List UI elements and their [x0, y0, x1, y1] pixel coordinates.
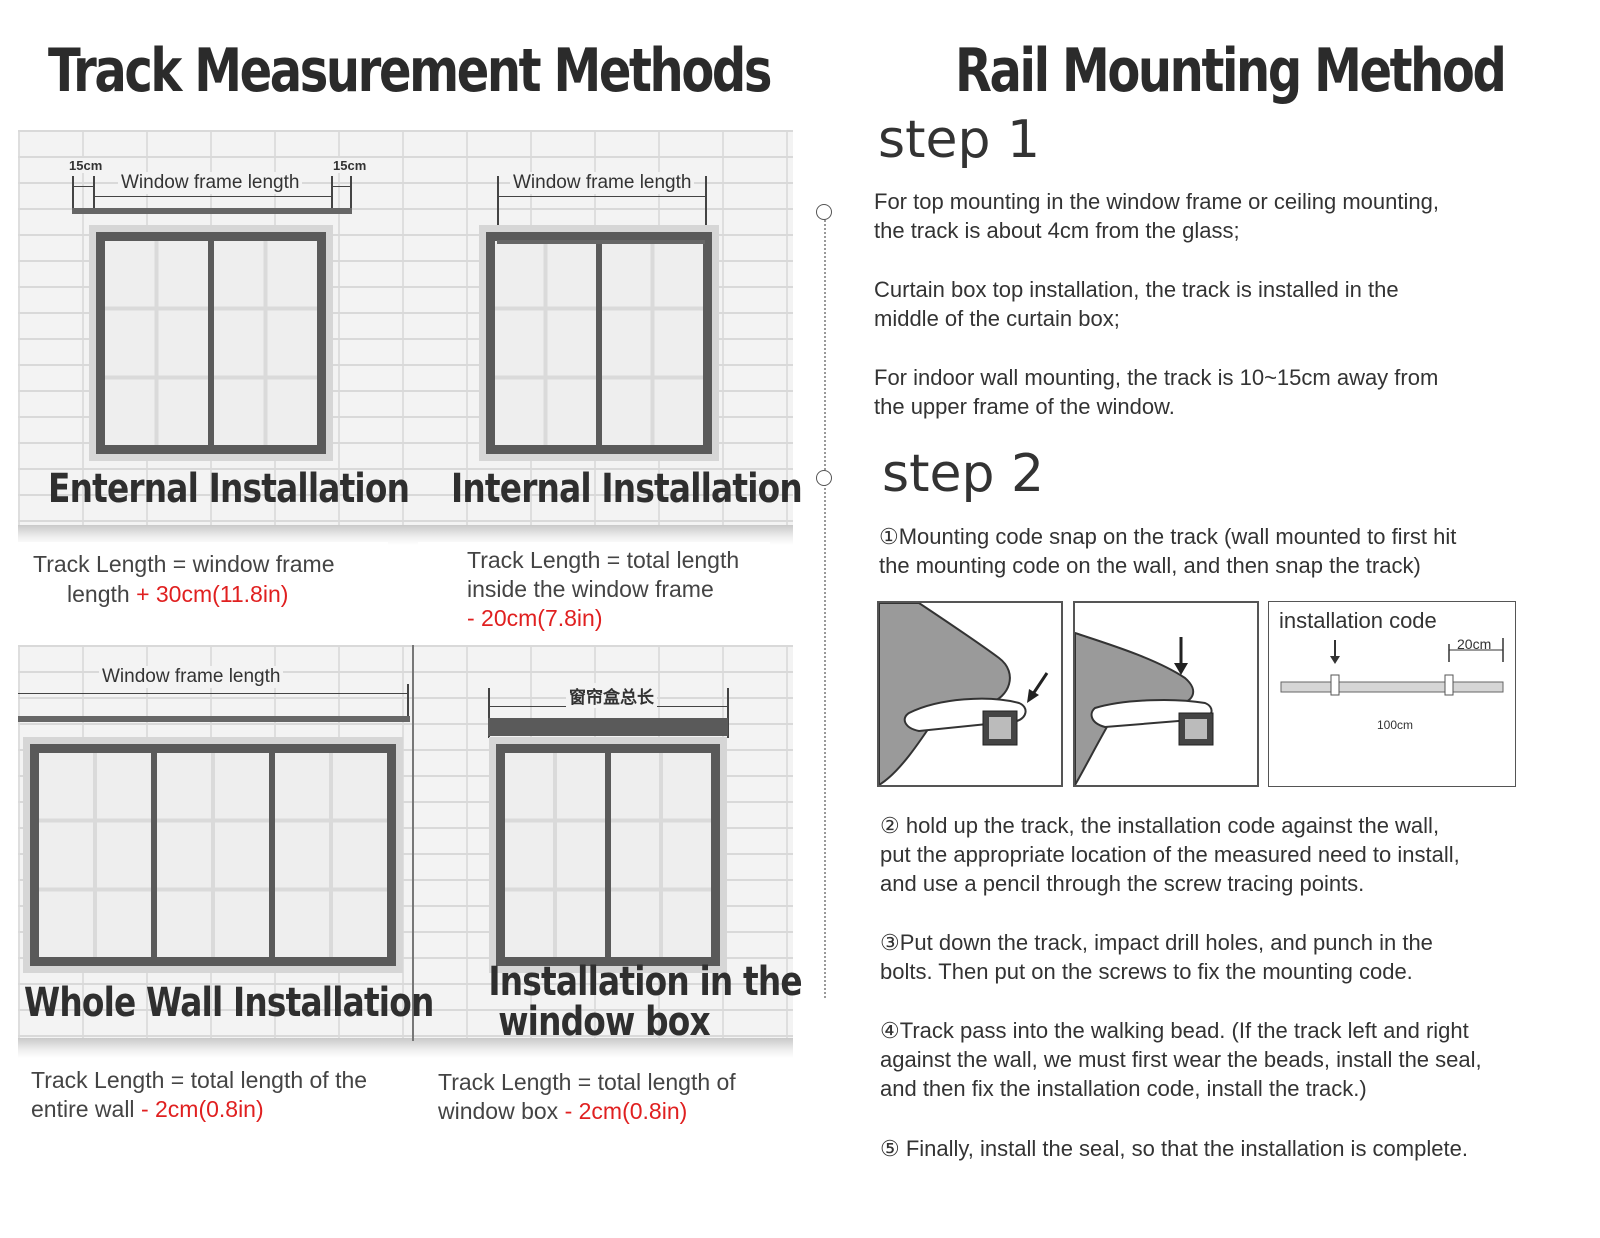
windowbox-caption-line1: Installation in the [488, 959, 802, 1005]
step2-i4-line2: against the wall, we must first wear the… [880, 1047, 1482, 1072]
hand-snap-illustration [879, 603, 1049, 785]
wholewall-window-frame [30, 744, 396, 966]
step2-i1-line2: the mounting code on the wall, and then … [879, 553, 1421, 578]
external-line2-b: + 30cm(11.8in) [136, 581, 289, 607]
external-rail [72, 208, 352, 214]
step2-i2-line1: ② hold up the track, the installation co… [880, 813, 1440, 838]
step1-p2-line2: middle of the curtain box; [874, 306, 1120, 331]
internal-line1: Track Length = total length [467, 547, 740, 573]
window-pane [275, 753, 387, 957]
wholewall-caption: Whole Wall Installation [24, 980, 434, 1026]
wholewall-line1: Track Length = total length of the [31, 1067, 368, 1093]
hand-press-illustration [1075, 631, 1214, 785]
windowbox-dim-label: 窗帘盒总长 [566, 683, 657, 708]
step2-i4-line1: ④Track pass into the walking bead. (If t… [880, 1018, 1469, 1043]
text-panel-internal [418, 542, 770, 632]
step2-i2-line2: put the appropriate location of the meas… [880, 842, 1460, 867]
step1-p1-line1: For top mounting in the window frame or … [874, 189, 1439, 214]
external-caption: Enternal Installation [48, 466, 410, 512]
installation-code-diagram: installation code 20cm 100cm [1268, 601, 1516, 787]
window-pane [157, 753, 275, 957]
step2-marker [816, 470, 832, 486]
step1-p3-line2: the upper frame of the window. [874, 394, 1175, 419]
external-tick-left [72, 176, 74, 212]
internal-line2: inside the window frame [467, 576, 714, 602]
window-pane [602, 241, 703, 445]
internal-tick-left [497, 176, 499, 226]
wholewall-rail [18, 716, 410, 722]
internal-line3: - 20cm(7.8in) [467, 605, 603, 631]
windowbox-tick-left [488, 688, 490, 738]
internal-dim-line [497, 196, 707, 197]
step2-label: step 2 [882, 444, 1045, 504]
external-line2-a: length [67, 581, 137, 607]
wholewall-line2: entire wall - 2cm(0.8in) [31, 1094, 264, 1124]
installation-code-length: 100cm [1377, 718, 1414, 732]
left-title: Track Measurement Methods [48, 36, 772, 106]
external-line1: Track Length = window frame [33, 551, 335, 577]
installation-code-title: installation code [1279, 608, 1437, 633]
step2-i1-line1: ①Mounting code snap on the track (wall m… [879, 524, 1457, 549]
ledge-band-top [18, 525, 793, 545]
internal-rail [497, 240, 705, 244]
window-pane [505, 753, 611, 957]
step2-i3-line1: ③Put down the track, impact drill holes,… [880, 930, 1433, 955]
windowbox-box [488, 718, 728, 736]
step2-i4-line3: and then fix the installation code, inst… [880, 1076, 1367, 1101]
windowbox-caption: Installation in the window box [488, 959, 802, 1045]
snap-photo-1 [877, 601, 1063, 787]
windowbox-tick-right [727, 688, 729, 738]
external-side-label-left: 15cm [66, 158, 106, 173]
step2-i2-line3: and use a pencil through the screw traci… [880, 871, 1365, 896]
wholewall-tick-right [407, 684, 409, 720]
external-side-line-left [72, 186, 94, 187]
right-title: Rail Mounting Method [955, 36, 1507, 106]
windowbox-line1: Track Length = total length of [438, 1069, 736, 1095]
internal-caption: Internal Installation [451, 466, 803, 512]
wholewall-line2-b: - 2cm(0.8in) [140, 1096, 264, 1122]
external-tick-inner-left [93, 176, 95, 212]
window-pane [39, 753, 157, 957]
windowbox-caption-line2: window box [498, 999, 710, 1045]
external-tick-inner-right [331, 176, 333, 212]
step1-p2-line1: Curtain box top installation, the track … [874, 277, 1399, 302]
external-side-label-right: 15cm [330, 158, 370, 173]
external-dim-line [93, 196, 333, 197]
external-side-line-right [331, 186, 351, 187]
internal-dim-label: Window frame length [510, 172, 695, 194]
step2-i5-line1: ⑤ Finally, install the seal, so that the… [880, 1136, 1468, 1161]
window-pane [611, 753, 711, 957]
step1-label: step 1 [878, 110, 1041, 170]
windowbox-line2: window box - 2cm(0.8in) [438, 1096, 687, 1126]
wholewall-dim-line [18, 693, 408, 694]
external-line2: length + 30cm(11.8in) [67, 579, 288, 609]
step1-p1-line2: the track is about 4cm from the glass; [874, 218, 1240, 243]
windowbox-window-frame [496, 744, 720, 966]
step2-i3-line2: bolts. Then put on the screws to fix the… [880, 959, 1413, 984]
internal-tick-right [705, 176, 707, 226]
installation-code-svg [1280, 638, 1504, 696]
external-dim-label: Window frame length [118, 172, 303, 194]
wholewall-dim-label: Window frame length [99, 666, 284, 688]
installation-code-spacing: 20cm [1457, 636, 1492, 652]
windowbox-line2-b: - 2cm(0.8in) [564, 1098, 688, 1124]
internal-window-frame [486, 232, 712, 454]
window-pane [105, 241, 214, 445]
external-tick-right [350, 176, 352, 212]
window-pane [214, 241, 317, 445]
external-window-frame [96, 232, 326, 454]
step1-p3-line1: For indoor wall mounting, the track is 1… [874, 365, 1439, 390]
window-pane [495, 241, 602, 445]
ledge-band-bottom [18, 1038, 793, 1058]
step-timeline [824, 212, 826, 998]
windowbox-line2-a: window box [438, 1098, 565, 1124]
snap-photo-2 [1073, 601, 1259, 787]
step1-marker [816, 204, 832, 220]
wall-divider [412, 645, 414, 1041]
text-panel-external [18, 542, 388, 628]
wholewall-line2-a: entire wall [31, 1096, 141, 1122]
